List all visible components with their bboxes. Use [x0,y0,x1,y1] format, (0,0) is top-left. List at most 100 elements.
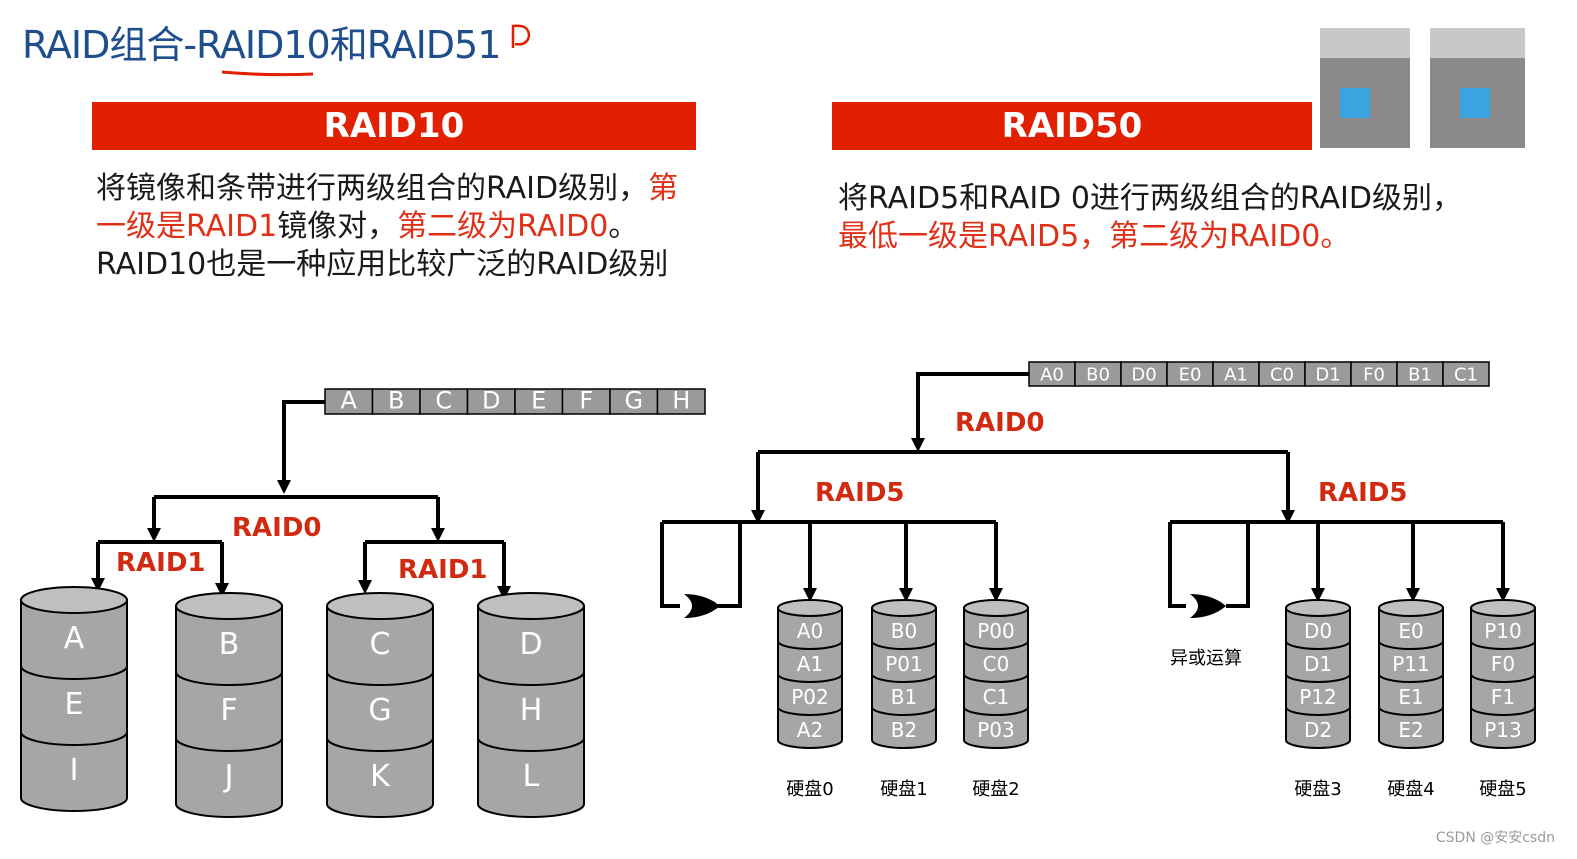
stripe-cell [1120,361,1168,387]
disk-cylinder: BFJ [175,592,283,818]
pen-circle-annotation [511,24,531,48]
disk-body [477,605,585,818]
stripe-cell-label: F0 [1363,365,1385,386]
raid10-connectors [96,400,506,588]
disk-block-label: P02 [791,685,829,709]
disk-body [20,599,128,812]
stripe-cell-label: C [435,387,452,415]
stripe-cell-label: B1 [1408,365,1432,386]
disk-block-label: C1 [983,685,1010,709]
stripe-cell-label: A0 [1040,365,1064,386]
raid50-disks: A0A1P02A2硬盘0B0P01B1B2硬盘1P00C0C1P03硬盘2D0D… [777,599,1536,800]
disk-block-label: B0 [891,619,917,643]
disk-top [326,592,434,620]
stripe-cell-label: C0 [1270,365,1294,386]
disk-block-label: E2 [1398,718,1423,742]
stripe-cell [1166,361,1214,387]
disk-segment-line [326,737,434,752]
disk-segment-line [1285,706,1351,716]
raid50-raid5-left-label: RAID5 [815,478,905,508]
disk-top [1285,599,1351,617]
stripe-cell [514,388,564,415]
disk-block-label: F0 [1491,652,1515,676]
pixelated-image [1300,18,1530,158]
disk-top [1378,599,1444,617]
raid10-banner: RAID10 [92,102,696,150]
disk-block-label: B [219,627,240,662]
stripe-cell-label: A [341,387,358,415]
disk-segment-line [777,640,843,650]
disk-segment-line [1378,673,1444,683]
disk-segment-line [1470,673,1536,683]
disk-block-label: D [519,627,542,662]
disk-block-label: E [65,687,84,722]
disk-cylinder: AEI [20,586,128,812]
disk-segment-line [1285,640,1351,650]
disk-segment-line [963,673,1029,683]
disk-top [1470,599,1536,617]
underline-annotation [221,70,314,77]
raid10-arrowheads [91,480,511,600]
disk-block-label: A0 [797,619,823,643]
desc-text: 镜像对， [277,209,398,244]
stripe-cell-label: D [482,387,500,415]
raid10-raid0-label: RAID0 [232,513,322,543]
disk-body [326,605,434,818]
desc-text: 将RAID5和RAID 0进行两级组合的RAID级别， [838,181,1463,216]
disk-block-label: D2 [1304,718,1332,742]
xor-gate-icon [684,594,720,618]
stripe-cell-label: D0 [1131,365,1156,386]
desc-highlight: 最低一级是RAID5，第二级为RAID0。 [838,219,1351,254]
desc-highlight: 一级是RAID1 [96,209,278,244]
disk-block-label: K [370,759,391,794]
disk-block-label: H [520,693,543,728]
disk-block-label: P00 [977,619,1015,643]
disk-block-label: A [64,621,85,656]
disk-cylinder: DHL [477,592,585,818]
disk-block-label: P01 [885,652,923,676]
stripe-cell-label: D1 [1315,365,1340,386]
disk-segment-line [1378,706,1444,716]
disk-block-label: P13 [1484,718,1522,742]
stripe-cell-label: H [672,387,690,415]
stripe-cell-label: C1 [1454,365,1478,386]
disk-segment-line [871,640,937,650]
disk-segment-line [1470,706,1536,716]
disk-block-label: D1 [1304,652,1332,676]
disk-block-label: I [70,753,79,788]
raid50-raid5-right-label: RAID5 [1318,478,1408,508]
stripe-cell [1350,361,1398,387]
stripe-cell [419,388,469,415]
disk-block-label: E0 [1398,619,1423,643]
desc-highlight: 第 [648,171,679,206]
stripe-cell [656,388,706,415]
disk-body [175,605,283,818]
disk-segment-line [20,665,128,680]
disk-segment-line [871,706,937,716]
raid10-raid1-right-label: RAID1 [398,555,488,585]
disk-name-label: 硬盘1 [880,779,927,800]
stripe-cell-label: F [579,387,593,415]
disk-top [777,599,843,617]
watermark: CSDN @安安csdn [1435,830,1555,846]
disk-block-label: L [523,759,540,794]
disk-top [963,599,1029,617]
disk-block-label: D0 [1304,619,1332,643]
disk-segment-line [175,737,283,752]
raid50-description: 将RAID5和RAID 0进行两级组合的RAID级别， 最低一级是RAID5，第… [838,180,1462,256]
disk-block-label: G [368,693,391,728]
desc-text: RAID10也是一种应用比较广泛的RAID级别 [96,247,669,282]
raid50-arrowheads [751,438,1510,602]
disk-segment-line [20,731,128,746]
stripe-cell [324,388,374,415]
disk-segment-line [326,671,434,686]
desc-text: 将镜像和条带进行两级组合的RAID级别， [96,171,649,206]
disk-block-label: E1 [1398,685,1423,709]
disk-name-label: 硬盘3 [1294,779,1341,800]
disk-block-label: P10 [1484,619,1522,643]
disk-segment-line [477,737,585,752]
disk-segment-line [477,671,585,686]
